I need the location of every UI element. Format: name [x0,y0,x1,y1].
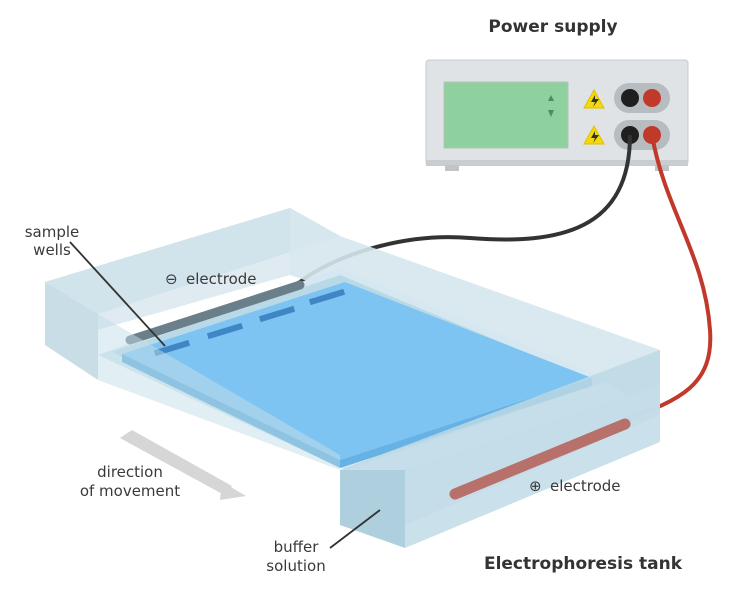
sample-wells-label-line2: wells [33,241,71,259]
sample-wells-label-line1: sample [25,223,80,241]
sample-well-4 [308,288,346,306]
tank-back-wall-top [45,208,340,314]
electrophoresis-tank-title: Electrophoresis tank [484,554,683,574]
electrophoresis-tank [45,208,660,548]
sample-well-3 [258,305,296,323]
arrow-down-icon [548,110,554,117]
positive-terminal-top [643,89,661,107]
negative-electrode [125,280,305,345]
power-supply [425,59,689,171]
sample-well-2 [206,322,244,340]
direction-arrow-icon [120,430,246,500]
negative-electrode-label: electrode [186,270,257,288]
power-supply-display [443,81,569,149]
direction-label-line1: direction [97,463,163,481]
positive-wire [624,134,713,422]
positive-electrode-symbol: ⊕ [529,477,542,495]
positive-electrode [449,418,631,500]
power-supply-title: Power supply [488,17,617,37]
sample-wells-leader [69,241,166,347]
negative-terminal-top [621,89,639,107]
power-supply-foot-left [445,165,459,171]
high-voltage-warning-icon [583,88,605,109]
buffer-label-line1: buffer [274,538,320,556]
high-voltage-warning-icon-2 [583,124,605,145]
direction-label-line2: of movement [80,482,180,500]
power-supply-foot-right [655,165,669,171]
positive-electrode-label: electrode [550,477,621,495]
negative-electrode-symbol: ⊖ [165,270,178,288]
buffer-label-line2: solution [266,557,325,575]
buffer-leader [329,509,381,549]
arrow-up-icon [548,95,554,101]
